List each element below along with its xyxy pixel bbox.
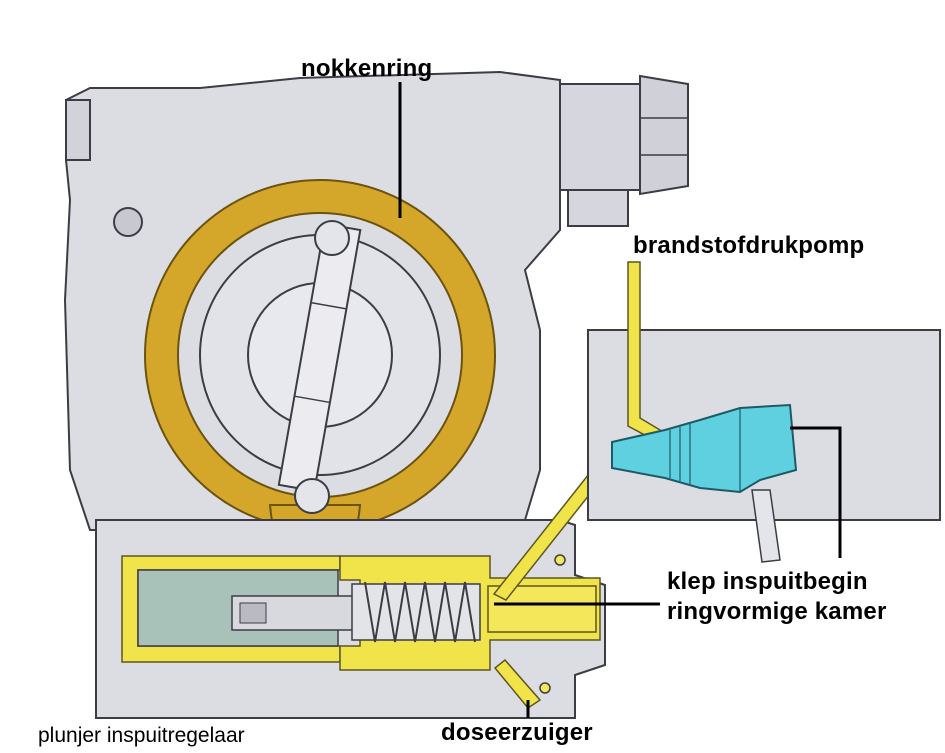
roller-top: [314, 220, 350, 256]
outlet-fitting: [559, 83, 641, 191]
label-nokkenring: nokkenring: [301, 55, 433, 82]
valve-cable: [751, 489, 781, 563]
dosing-piston: [487, 585, 597, 633]
label-ringvormige-kamer: ringvormige kamer: [667, 598, 887, 625]
injection-start-valve: [611, 403, 798, 494]
label-doseerzuiger: doseerzuiger: [441, 719, 593, 746]
roller-bottom: [294, 478, 330, 514]
label-brandstofdrukpomp: brandstofdrukpomp: [633, 232, 865, 259]
bolt-hole: [113, 207, 143, 237]
fuel-supply-pipe: [627, 261, 662, 441]
label-klep-inspuitbegin: klep inspuitbegin: [667, 568, 868, 595]
spring-coil: [364, 581, 476, 643]
leader-lines: [398, 82, 842, 718]
housing-side-tab: [65, 99, 91, 161]
label-plunjer-inspuitregelaar: plunjer inspuitregelaar: [38, 724, 245, 747]
outlet-nut: [639, 74, 689, 196]
outlet-collar: [567, 189, 629, 227]
